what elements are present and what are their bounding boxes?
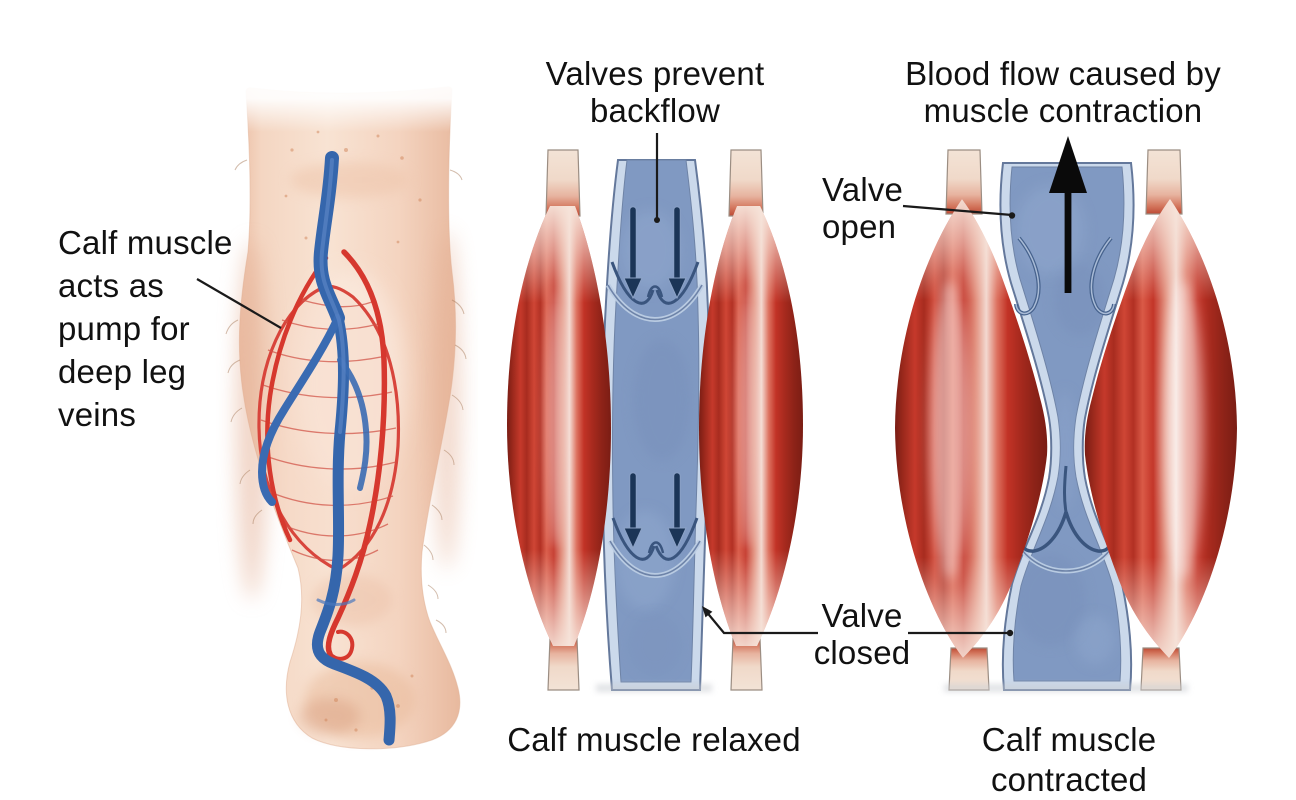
bottom-fade — [596, 684, 712, 692]
blood-flow-label: Blood flow caused by muscle contraction — [905, 55, 1221, 129]
leg-illustration — [225, 58, 480, 750]
backflow-arrow — [667, 472, 687, 550]
pointer-line-valve-open — [902, 204, 1013, 217]
deep-veins — [257, 151, 396, 746]
backflow-arrow — [667, 206, 687, 300]
pointer-dot — [1006, 629, 1014, 637]
ankle-veinlet — [316, 598, 356, 606]
bottom-fade — [944, 684, 1188, 692]
pointer-dot — [654, 217, 660, 223]
muscle-sheen — [1163, 280, 1203, 580]
valve-open-label: Valve open — [822, 171, 904, 245]
tendons-relaxed — [545, 149, 764, 691]
calf-muscles-relaxed — [507, 206, 803, 646]
pointer-arrowhead — [702, 606, 713, 618]
pointer-dot — [1008, 212, 1016, 219]
backflow-arrow — [623, 472, 643, 550]
caption-relaxed: Calf muscle relaxed — [507, 721, 801, 758]
artery-ankle-loop — [328, 629, 355, 661]
tendons-contracted — [945, 149, 1183, 691]
leg-hair-strokes — [225, 159, 467, 634]
calf-muscles-contracted — [895, 199, 1237, 658]
pointer-line-leg-label — [196, 278, 282, 329]
tendon — [1140, 647, 1182, 691]
relaxed-muscle-diagram — [507, 149, 803, 692]
contracted-muscle-diagram — [895, 136, 1237, 692]
leg-annotation-label: Calf muscle acts as pump for deep leg ve… — [58, 224, 233, 433]
top-fade — [228, 58, 480, 132]
muscle-pale-overlay — [1084, 199, 1237, 658]
annotation-lines — [196, 133, 1016, 637]
deep-vein-main — [311, 312, 396, 746]
artery-main — [325, 249, 388, 657]
venous-valve-closed-lower — [607, 517, 703, 578]
deep-vein-upper — [313, 151, 345, 325]
tendon — [945, 149, 983, 215]
backflow-arrow — [623, 206, 643, 300]
muscle-sheen — [546, 290, 566, 550]
muscle-sheen — [738, 290, 758, 550]
muscle-sheen — [930, 280, 970, 580]
tendon — [545, 149, 581, 217]
caption-contracted: Calf muscle contracted — [981, 721, 1157, 798]
deep-vein-branch-left — [257, 314, 342, 506]
tendon — [948, 647, 990, 691]
deep-vein-branch-right — [337, 357, 370, 491]
tendon — [1145, 149, 1183, 215]
artery-left-branch — [265, 255, 329, 543]
valves-prevent-backflow-label: Valves prevent backflow — [545, 55, 765, 129]
arteries — [265, 249, 388, 661]
vein-highlight — [319, 158, 346, 434]
venous-valve-closed-upper — [605, 261, 705, 322]
backflow-arrows — [623, 206, 687, 550]
blood-flow-up-arrow — [1049, 136, 1087, 293]
venous-valve-open — [1014, 236, 1116, 316]
pointer-line-valve-closed-left — [704, 609, 818, 635]
muscle-pale-overlay — [895, 199, 1048, 658]
valve-closed-label: Valve closed — [813, 597, 911, 671]
freckles — [284, 130, 422, 732]
